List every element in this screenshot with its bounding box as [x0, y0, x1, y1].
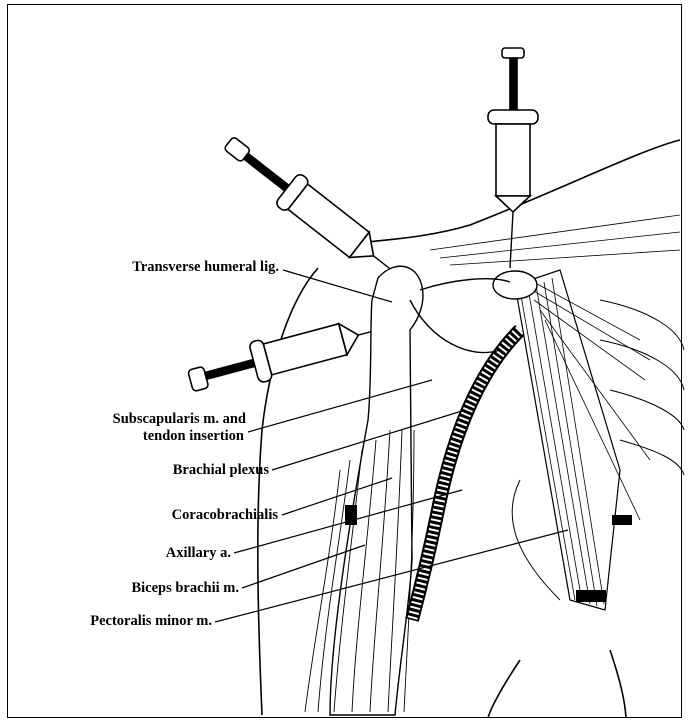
label-biceps-brachii: Biceps brachii m. [60, 579, 239, 597]
label-pectoralis-minor: Pectoralis minor m. [30, 612, 212, 630]
label-transverse-humeral-lig: Transverse humeral lig. [74, 258, 279, 276]
syringe-top [488, 48, 538, 268]
label-brachial-plexus: Brachial plexus [110, 461, 269, 479]
label-subscapularis-line1: Subscapularis m. and [54, 410, 246, 428]
label-subscapularis-line2: tendon insertion [54, 427, 244, 445]
label-axillary-a: Axillary a. [100, 544, 231, 562]
axillary-artery [412, 330, 520, 620]
syringe-left [185, 305, 401, 400]
label-coracobrachialis: Coracobrachialis [100, 506, 278, 524]
